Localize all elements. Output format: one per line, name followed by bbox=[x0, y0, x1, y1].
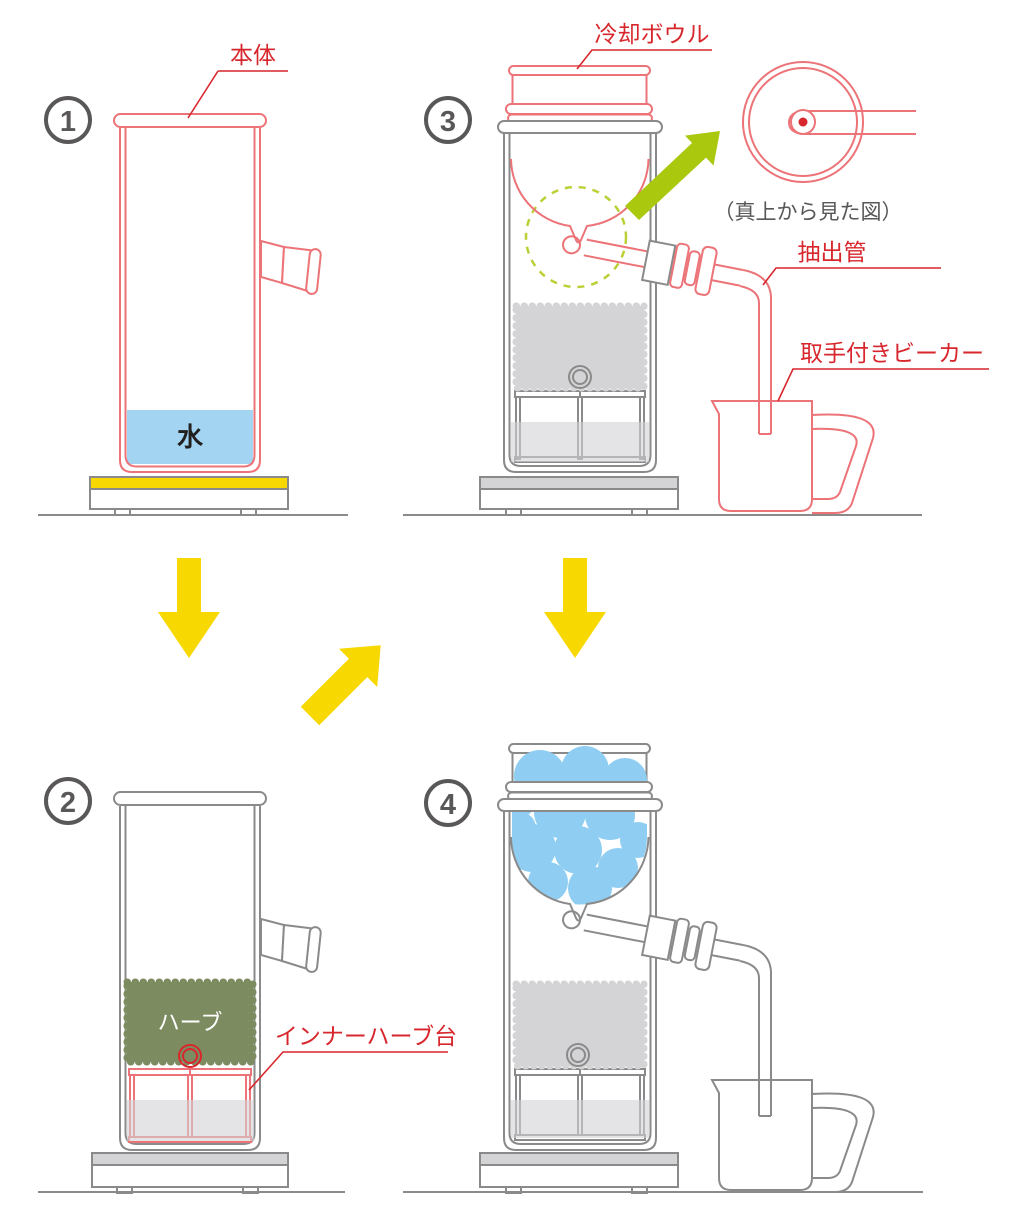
drip-highlight-circle bbox=[524, 185, 628, 289]
extraction-tube-callout: 抽出管 bbox=[762, 239, 941, 286]
extraction-tube-label: 抽出管 bbox=[798, 239, 867, 265]
top-view-caption: （真上から見た図） bbox=[714, 201, 903, 224]
handled-beaker-callout: 取手付きビーカー bbox=[777, 340, 989, 402]
water-fill bbox=[127, 410, 253, 464]
inner-herb-stand-label: インナーハーブ台 bbox=[275, 1023, 457, 1049]
cooling-bowl bbox=[505, 65, 653, 123]
step-2-number: 2 bbox=[44, 777, 92, 825]
body-callout: 本体 bbox=[187, 42, 288, 119]
step-1: 1 水 本体 bbox=[44, 42, 322, 516]
water-fill-3 bbox=[511, 422, 649, 462]
heater-base-2 bbox=[91, 1152, 289, 1194]
ice-cube bbox=[568, 866, 612, 905]
cooling-bowl-4-bands bbox=[505, 781, 653, 801]
ice-cube bbox=[620, 822, 647, 858]
water-fill-2 bbox=[127, 1100, 254, 1141]
step-1-digit: 1 bbox=[60, 106, 76, 138]
vessel-rim-2 bbox=[113, 791, 267, 806]
side-spout-2 bbox=[260, 917, 322, 973]
water-fill-4 bbox=[511, 1100, 649, 1138]
handled-beaker bbox=[710, 400, 875, 514]
ice-cube bbox=[512, 812, 536, 844]
top-view: （真上から見た図） bbox=[714, 61, 916, 224]
vessel-rim-3 bbox=[497, 120, 663, 134]
ice-cube bbox=[554, 826, 602, 874]
main-vessel-2 bbox=[113, 791, 322, 1151]
zoom-arrow bbox=[625, 131, 720, 220]
herb-label: ハーブ bbox=[158, 1010, 223, 1035]
beaker-handle-outer bbox=[811, 413, 875, 514]
bowl-underside bbox=[510, 158, 650, 244]
beaker-handle-inner-4 bbox=[811, 1106, 858, 1179]
cooling-bowl-callout: 冷却ボウル bbox=[576, 21, 712, 70]
handled-beaker-label: 取手付きビーカー bbox=[800, 340, 984, 366]
herb-bag-ring bbox=[178, 1044, 202, 1068]
herb-bag-4 bbox=[512, 980, 648, 1070]
ice-cubes bbox=[512, 746, 647, 905]
drip-point-dot bbox=[798, 117, 808, 127]
tube-downpipe-4 bbox=[739, 944, 772, 1117]
step-2: 2 ハーブ bbox=[44, 777, 457, 1194]
cooling-bowl-label: 冷却ボウル bbox=[595, 21, 710, 47]
inner-herb-stand-callout: インナーハーブ台 bbox=[248, 1023, 457, 1091]
body-label: 本体 bbox=[230, 42, 276, 68]
heater-base-4 bbox=[479, 1152, 679, 1194]
flow-arrows bbox=[158, 558, 606, 726]
heater-base-3 bbox=[479, 476, 679, 516]
extraction-tube bbox=[562, 235, 744, 296]
main-vessel-4 bbox=[497, 798, 663, 1151]
herb-bag-ring-4 bbox=[566, 1043, 590, 1067]
step-3: 3 bbox=[424, 21, 989, 516]
heater-top-yellow bbox=[89, 476, 289, 490]
beaker-handle-inner bbox=[811, 427, 858, 500]
main-vessel-3 bbox=[497, 120, 663, 473]
step-3-number: 3 bbox=[424, 96, 472, 144]
side-spout bbox=[260, 239, 322, 295]
step-1-number: 1 bbox=[44, 96, 92, 144]
main-vessel bbox=[113, 113, 322, 473]
handled-beaker-4 bbox=[710, 1079, 875, 1193]
vessel-rim-4 bbox=[497, 798, 663, 812]
step-4-digit: 4 bbox=[440, 789, 456, 821]
bowl-underside-4 bbox=[510, 836, 650, 922]
herb-bag-3 bbox=[512, 302, 648, 392]
step-3-digit: 3 bbox=[440, 106, 456, 138]
arrow-step1-to-step2 bbox=[158, 558, 220, 658]
step-4: 4 bbox=[424, 743, 875, 1194]
ice-cube bbox=[528, 862, 568, 902]
heater-base-1 bbox=[89, 476, 289, 516]
ground-lines bbox=[38, 514, 923, 1193]
step-2-digit: 2 bbox=[60, 787, 76, 819]
arrow-step2-to-step3 bbox=[300, 645, 381, 726]
water-label: 水 bbox=[177, 422, 204, 452]
arrow-step3-to-step4 bbox=[544, 558, 606, 658]
step-4-number: 4 bbox=[424, 779, 472, 827]
herb-bag-ring-3 bbox=[568, 365, 592, 389]
